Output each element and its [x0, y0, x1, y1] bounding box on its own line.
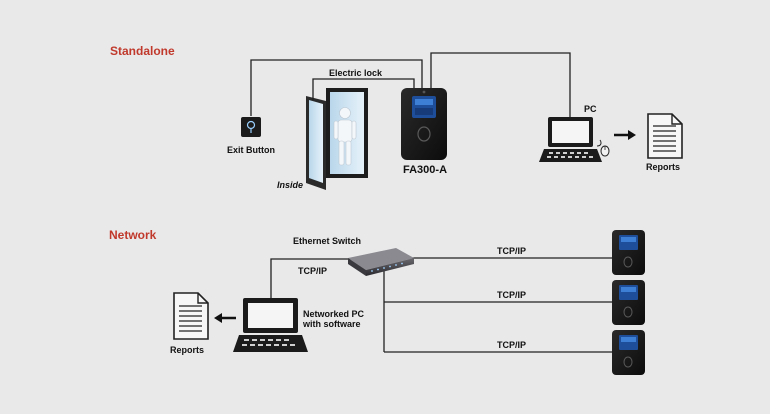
laptop-icon	[539, 117, 602, 162]
arrow-left-icon	[214, 313, 236, 323]
wire-lock-to-terminal	[312, 78, 415, 95]
door-icon	[306, 88, 368, 190]
tcpip-left-label: TCP/IP	[298, 266, 328, 276]
fa300a-label: FA300-A	[403, 164, 448, 176]
mouse-icon	[596, 139, 610, 157]
wire-exit-to-terminal	[250, 59, 423, 116]
inside-label: Inside	[277, 180, 304, 190]
report-document-icon	[173, 292, 209, 340]
tcpip-link-label: TCP/IP	[497, 246, 527, 256]
tcpip-link-label: TCP/IP	[497, 340, 527, 350]
networked-pc-label-line2: with software	[303, 319, 361, 329]
wire-terminal-to-pc	[430, 52, 571, 117]
exit-button-label: Exit Button	[227, 145, 275, 155]
terminal-icon	[612, 330, 645, 375]
terminal-icon	[612, 280, 645, 325]
switch-icon	[348, 248, 414, 276]
network-reports-label: Reports	[170, 345, 205, 355]
exit-button-icon	[241, 117, 261, 137]
network-wires	[270, 257, 614, 353]
network-heading: Network	[109, 228, 157, 242]
wire-switch-to-pc	[270, 258, 352, 299]
tcpip-link-label: TCP/IP	[497, 290, 527, 300]
electric-lock-label: Electric lock	[329, 68, 383, 78]
arrow-right-icon	[614, 130, 636, 140]
laptop-icon	[233, 298, 308, 352]
networked-pc-label-line1: Networked PC	[303, 309, 365, 319]
report-document-icon	[647, 113, 683, 159]
standalone-heading: Standalone	[110, 44, 175, 58]
standalone-wires	[250, 52, 571, 117]
terminal-icon	[401, 88, 447, 160]
ethernet-switch-label: Ethernet Switch	[293, 236, 362, 246]
standalone-reports-label: Reports	[646, 162, 681, 172]
pc-label: PC	[584, 104, 597, 114]
person-icon	[333, 107, 357, 166]
terminal-icon	[612, 230, 645, 275]
